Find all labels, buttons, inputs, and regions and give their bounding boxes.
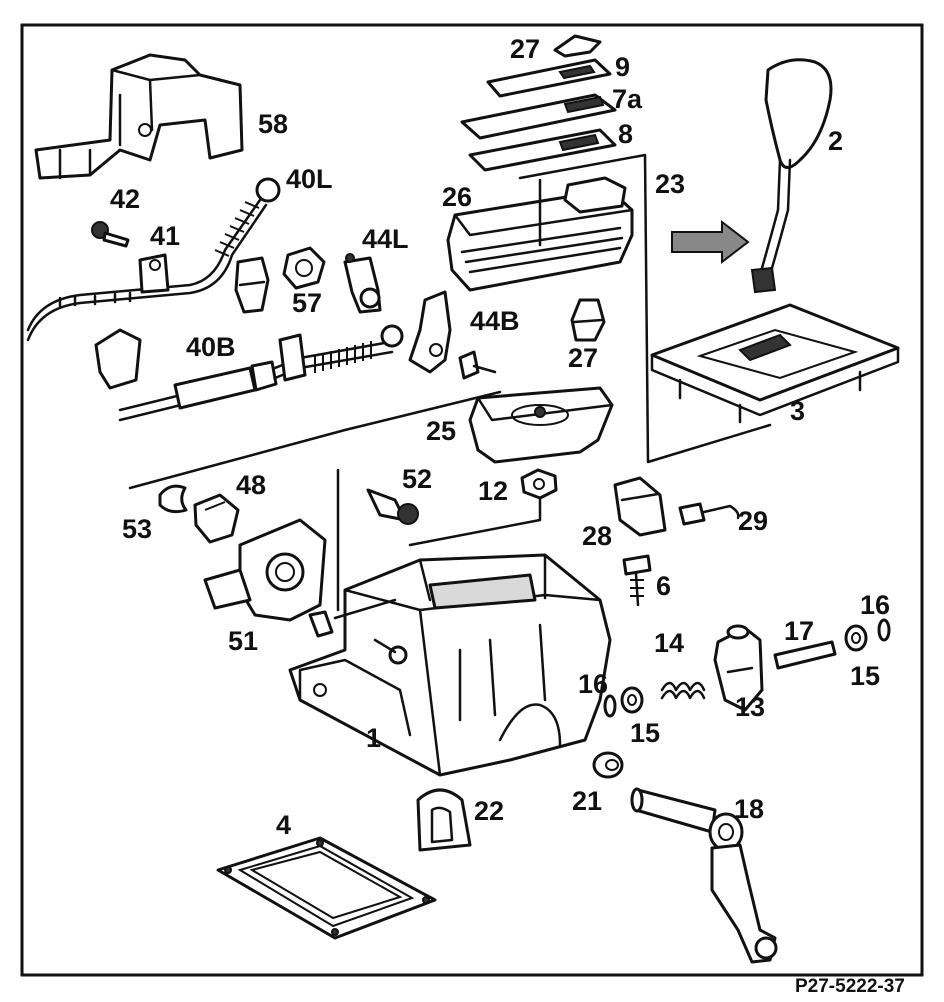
part-16-washer-right xyxy=(877,618,891,642)
label-42: 42 xyxy=(110,184,140,214)
part-7a-plate xyxy=(460,93,617,140)
part-28-bracket xyxy=(613,476,667,537)
label-26: 26 xyxy=(442,182,472,212)
label-44L: 44L xyxy=(362,224,409,254)
label-1: 1 xyxy=(366,723,381,753)
part-14-spring xyxy=(660,681,706,700)
part-4-gasket xyxy=(216,836,437,940)
label-41: 41 xyxy=(150,221,180,251)
part-21-bushing xyxy=(592,751,624,779)
label-57: 57 xyxy=(292,288,322,318)
label-29: 29 xyxy=(738,506,768,536)
part-27-clip xyxy=(570,298,606,342)
part-17-pin xyxy=(773,640,837,670)
leader-12 xyxy=(408,496,542,547)
part-15-bushing-right xyxy=(844,624,868,652)
diagram-frame xyxy=(20,23,924,977)
label-3: 3 xyxy=(790,396,805,426)
label-13: 13 xyxy=(735,692,765,722)
part-41-clip xyxy=(138,253,170,294)
part-48-bushing xyxy=(193,493,240,544)
part-26-housing xyxy=(446,176,634,292)
label-18: 18 xyxy=(734,794,764,824)
part-51-lever-plate xyxy=(203,518,334,638)
part-8-plate xyxy=(468,128,617,172)
direction-arrow xyxy=(671,219,750,265)
part-2-shift-knob xyxy=(750,58,833,294)
label-16-left: 16 xyxy=(578,669,608,699)
part-25-boot xyxy=(468,386,614,464)
label-51: 51 xyxy=(228,626,258,656)
label-48: 48 xyxy=(236,470,266,500)
label-22: 22 xyxy=(474,796,504,826)
part-6-screw xyxy=(622,554,652,607)
part-27-top-clip xyxy=(553,34,602,58)
label-12: 12 xyxy=(478,476,508,506)
reference-code: P27-5222-37 xyxy=(795,976,905,997)
label-27-lower: 27 xyxy=(568,343,598,373)
part-57-nut xyxy=(282,246,326,290)
leader-53-48 xyxy=(128,390,502,490)
label-15-right: 15 xyxy=(850,661,880,691)
label-6: 6 xyxy=(656,571,671,601)
label-58: 58 xyxy=(258,109,288,139)
part-42-screw xyxy=(91,221,130,248)
part-44B-lever xyxy=(408,290,497,380)
label-44B: 44B xyxy=(470,306,520,336)
leader-23 xyxy=(518,153,772,464)
part-58-bracket xyxy=(34,53,244,180)
label-15-left: 15 xyxy=(630,718,660,748)
part-1-main-housing xyxy=(288,553,612,777)
part-52-bolt xyxy=(366,488,419,525)
part-clip-small xyxy=(234,256,270,314)
label-16-right: 16 xyxy=(860,590,890,620)
label-8: 8 xyxy=(618,119,633,149)
label-9: 9 xyxy=(615,52,630,82)
part-9-plate xyxy=(486,58,612,98)
part-16-washer-left xyxy=(603,694,617,718)
label-4: 4 xyxy=(276,810,291,840)
part-12-nut xyxy=(520,468,558,500)
part-40L-cable xyxy=(26,177,281,342)
label-14: 14 xyxy=(654,628,684,658)
part-22-grommet xyxy=(416,788,472,852)
part-44L-lever xyxy=(343,253,382,314)
label-40L: 40L xyxy=(286,164,333,194)
part-40B-cable xyxy=(94,324,404,422)
label-7a: 7a xyxy=(612,84,643,114)
part-29-sensor xyxy=(678,502,740,526)
label-17: 17 xyxy=(784,616,814,646)
label-23: 23 xyxy=(655,169,685,199)
part-15-bushing-left xyxy=(620,686,644,714)
label-25: 25 xyxy=(426,416,456,446)
label-28: 28 xyxy=(582,521,612,551)
part-3-gate-plate xyxy=(650,303,900,424)
label-2: 2 xyxy=(828,126,843,156)
part-53-clip xyxy=(158,484,188,514)
part-13-lever-block xyxy=(713,624,764,712)
label-21: 21 xyxy=(572,786,602,816)
label-53: 53 xyxy=(122,514,152,544)
label-27-top: 27 xyxy=(510,34,540,64)
label-52: 52 xyxy=(402,464,432,494)
part-18-shift-shaft xyxy=(630,787,778,964)
label-40B: 40B xyxy=(186,332,236,362)
